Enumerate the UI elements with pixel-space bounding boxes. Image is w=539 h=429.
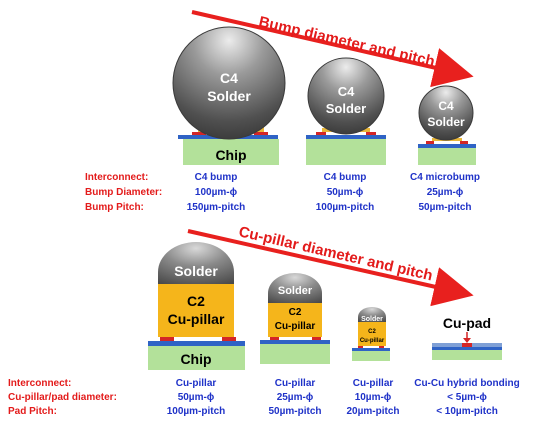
c4-bump-medium-label-2: Solder <box>326 101 366 116</box>
bottom-row-label-pitch: Pad Pitch: <box>8 406 57 417</box>
cu-pillar-medium-label-1: C2 <box>289 307 302 318</box>
cu-pillar-small-solder: Solder <box>361 316 383 323</box>
c4-bump-large-label-2: Solder <box>207 88 251 104</box>
bottom-col4-interconnect: Cu-Cu hybrid bonding <box>414 378 520 389</box>
bottom-row-label-diameter: Cu-pillar/pad diameter: <box>8 392 117 403</box>
bottom-col1-diameter: 50µm-ϕ <box>178 392 215 403</box>
c4-microbump-label-1: C4 <box>438 99 454 113</box>
top-row-label-interconnect: Interconnect: <box>85 172 148 183</box>
top-col3-interconnect: C4 microbump <box>410 172 480 183</box>
bottom-col3-interconnect: Cu-pillar <box>353 378 394 389</box>
bottom-chip-label: Chip <box>180 351 211 367</box>
bottom-col4-diameter: < 5µm-ϕ <box>447 392 487 403</box>
cu-pad-label: Cu-pad <box>443 315 491 331</box>
top-col1-pitch: 150µm-pitch <box>187 202 246 213</box>
cu-pillar-small-label-1: C2 <box>368 329 376 335</box>
bottom-col4-pitch: < 10µm-pitch <box>436 406 498 417</box>
bottom-col3-diameter: 10µm-ϕ <box>355 392 392 403</box>
top-col3-diameter: 25µm-ϕ <box>427 187 464 198</box>
c4-microbump <box>418 85 476 165</box>
bottom-arrow-label: Cu-pillar diameter and pitch <box>237 223 434 284</box>
c4-bump-large <box>172 26 286 165</box>
top-col2-interconnect: C4 bump <box>324 172 367 183</box>
c4-bump-large-label-1: C4 <box>220 70 238 86</box>
bottom-arrow <box>187 229 474 307</box>
bottom-col2-interconnect: Cu-pillar <box>275 378 316 389</box>
cu-pillar-large-label-1: C2 <box>187 293 205 309</box>
top-chip-label: Chip <box>215 147 246 163</box>
cu-pillar-large <box>148 242 245 370</box>
c4-microbump-label-2: Solder <box>427 115 465 129</box>
cu-pillar-medium-label-2: Cu-pillar <box>275 321 316 332</box>
top-row-label-diameter: Bump Diameter: <box>85 187 162 198</box>
bottom-col2-pitch: 50µm-pitch <box>269 406 322 417</box>
bottom-col1-interconnect: Cu-pillar <box>176 378 217 389</box>
bottom-col3-pitch: 20µm-pitch <box>347 406 400 417</box>
top-row-label-pitch: Bump Pitch: <box>85 202 144 213</box>
top-col2-pitch: 100µm-pitch <box>316 202 375 213</box>
top-col2-diameter: 50µm-ϕ <box>327 187 364 198</box>
cu-pillar-small <box>352 307 390 361</box>
bottom-row-label-interconnect: Interconnect: <box>8 378 71 389</box>
cu-pillar-medium-solder: Solder <box>278 285 313 297</box>
c4-bump-medium-label-1: C4 <box>338 84 355 99</box>
cu-pillar-medium <box>260 273 330 364</box>
bottom-col2-diameter: 25µm-ϕ <box>277 392 314 403</box>
cu-pillar-large-label-2: Cu-pillar <box>168 311 225 327</box>
top-arrow <box>191 10 474 88</box>
bottom-col1-pitch: 100µm-pitch <box>167 406 226 417</box>
cu-pad-hybrid-bond <box>432 332 502 360</box>
cu-pillar-large-solder: Solder <box>174 263 218 279</box>
cu-pillar-small-label-2: Cu-pillar <box>360 338 385 344</box>
c4-bump-medium <box>306 57 386 165</box>
top-col3-pitch: 50µm-pitch <box>419 202 472 213</box>
top-col1-interconnect: C4 bump <box>195 172 238 183</box>
top-col1-diameter: 100µm-ϕ <box>195 187 238 198</box>
